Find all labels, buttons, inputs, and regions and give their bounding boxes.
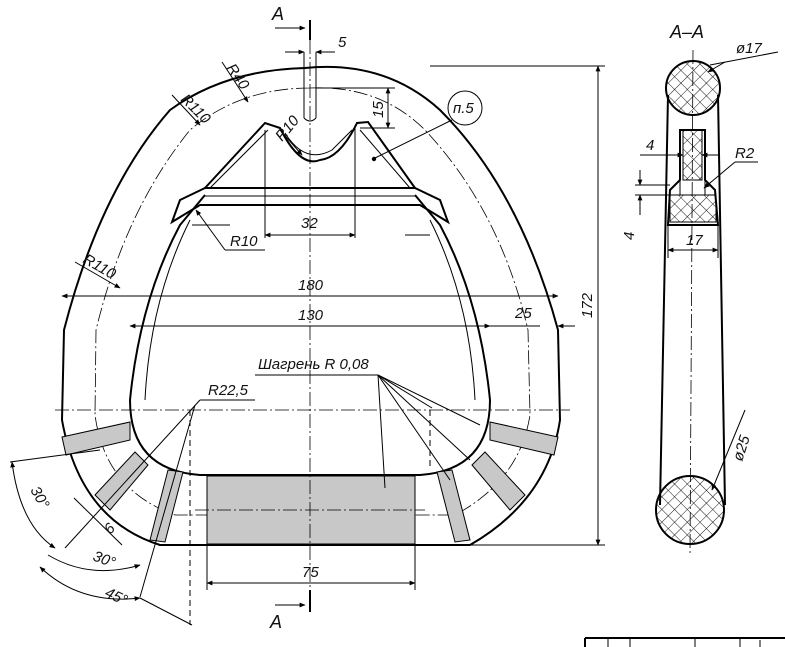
section-a-a: A–A ø17 4 4 R2 1 xyxy=(621,22,779,556)
dim-180: 180 xyxy=(298,277,324,294)
rib-left-2 xyxy=(94,451,149,511)
dim-5: 5 xyxy=(338,34,347,51)
section-title: A–A xyxy=(669,22,704,42)
crossbar xyxy=(170,187,450,225)
dim-r10-bottom: R10 xyxy=(230,233,258,250)
title-block-corner xyxy=(584,637,785,647)
dim-15: 15 xyxy=(370,101,387,118)
dim-r40: R40 xyxy=(223,61,253,94)
callout-text: п.5 xyxy=(453,100,474,117)
dim-r110-left: R110 xyxy=(80,251,119,283)
dim-32: 32 xyxy=(301,215,318,232)
dim-172: 172 xyxy=(579,292,596,318)
dim-30-inner: 30° xyxy=(91,548,118,572)
dim-4-horizontal: 4 xyxy=(646,137,654,154)
dim-75: 75 xyxy=(302,564,319,581)
dim-dia17: ø17 xyxy=(736,40,763,57)
callout-bubble xyxy=(447,90,483,126)
rib-right-2 xyxy=(471,451,526,511)
dim-17: 17 xyxy=(686,232,703,249)
section-mark-bottom: A xyxy=(269,612,282,632)
rib-left-1 xyxy=(61,421,131,456)
dim-r22-5: R22,5 xyxy=(208,382,249,399)
dim-r110-top: R110 xyxy=(177,91,214,128)
dim-r2: R2 xyxy=(735,145,755,162)
outer-contour xyxy=(60,65,562,546)
midline xyxy=(94,87,531,516)
dim-45: 45° xyxy=(102,584,130,609)
texture-note: Шагрень R 0,08 xyxy=(258,356,369,373)
rib-right-1 xyxy=(489,421,559,456)
main-view: A A 5 R40 R110 R10 15 32 R10 п.5 xyxy=(9,4,605,632)
dim-30-outer: 30° xyxy=(27,484,53,512)
dim-4-vertical: 4 xyxy=(621,232,638,240)
dim-130: 130 xyxy=(298,307,324,324)
rib-right-3 xyxy=(436,469,471,543)
section-mark-top: A xyxy=(271,4,284,24)
dim-r10-inner: R10 xyxy=(272,112,303,145)
dim-25: 25 xyxy=(514,305,532,322)
top-window xyxy=(202,120,417,189)
